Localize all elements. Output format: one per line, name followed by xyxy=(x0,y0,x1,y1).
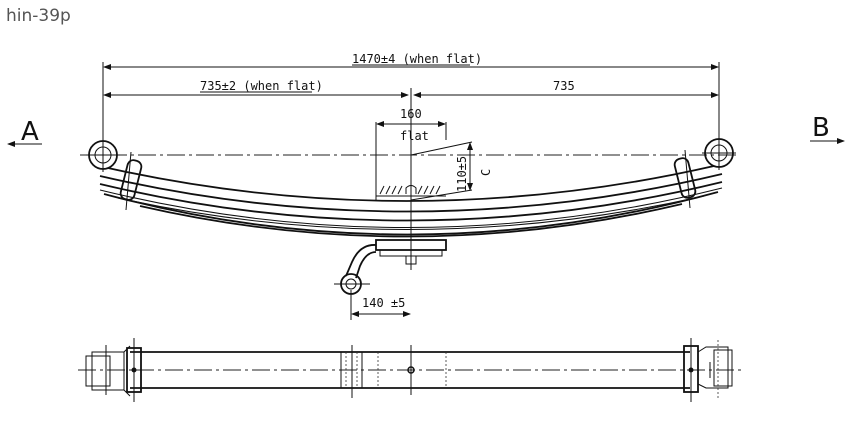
seat-width-label: 160 xyxy=(400,107,422,121)
left-eye-plan xyxy=(85,338,142,402)
camber-label: C xyxy=(479,169,493,176)
center-clamp-plan xyxy=(340,345,447,398)
leaf-spring-side-view xyxy=(86,136,736,265)
page-label: hin-39p xyxy=(6,6,71,26)
left-half-label: 735±2 (when flat) xyxy=(200,79,323,93)
left-rebound-clip xyxy=(119,151,143,211)
height-dimension: 110±5 C xyxy=(410,141,493,201)
helper-eye-dimension: 140 ±5 xyxy=(351,296,411,317)
right-half-label: 735 xyxy=(553,79,575,93)
right-rebound-clip xyxy=(673,149,697,209)
overall-length-label: 1470±4 (when flat) xyxy=(352,52,482,66)
right-eye xyxy=(702,136,736,170)
view-marker-a: A xyxy=(7,117,42,147)
helper-eye-offset-label: 140 ±5 xyxy=(362,296,405,310)
helper-eye xyxy=(334,244,377,320)
height-label: 110±5 xyxy=(455,156,469,192)
leaf-spring-plan-view xyxy=(78,338,744,402)
svg-text:B: B xyxy=(812,113,830,143)
overall-length-dimension: 1470±4 (when flat) xyxy=(102,52,720,150)
view-marker-b: B xyxy=(810,113,845,144)
svg-text:A: A xyxy=(21,117,39,147)
seat-note-label: flat xyxy=(400,129,429,143)
right-eye-plan xyxy=(683,338,733,402)
left-eye xyxy=(86,138,120,172)
